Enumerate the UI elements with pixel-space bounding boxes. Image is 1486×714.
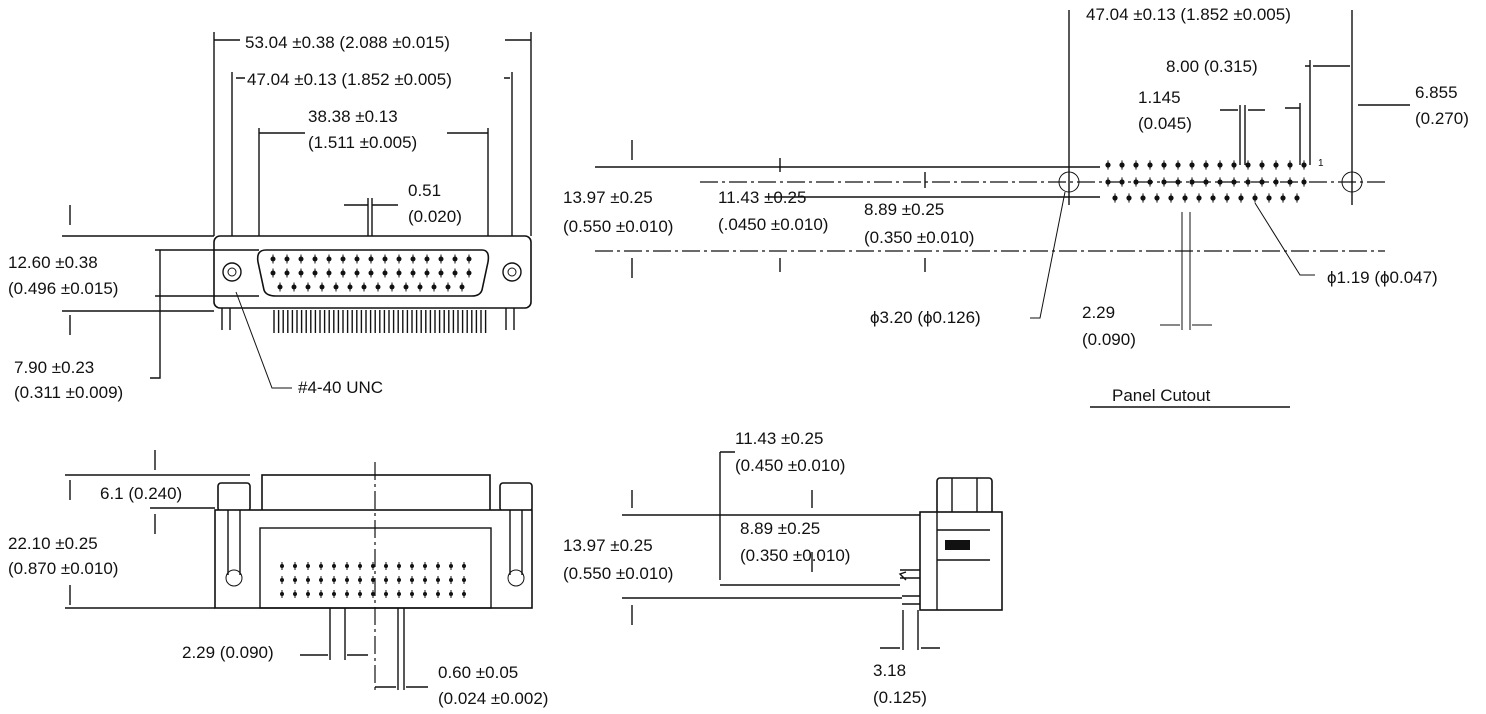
- pin-pitch-dim: 2.29 (0.090): [182, 643, 274, 662]
- cutout-dim-c-mm: 8.89 ±0.25: [864, 200, 944, 219]
- depth-in: (0.870 ±0.010): [8, 559, 118, 578]
- side-dim-a-in: (0.550 ±0.010): [563, 564, 673, 583]
- shell-width-mm: 38.38 ±0.13: [308, 107, 398, 126]
- mount-hole-diameter: ϕ3.20 (ϕ0.126): [870, 308, 981, 327]
- post-height-dim: 6.1 (0.240): [100, 484, 182, 503]
- pitch-mm: 1.145: [1138, 88, 1181, 107]
- cutout-pin-array: [1105, 160, 1307, 203]
- side-view: 11.43 ±0.25 (0.450 ±0.010) 8.89 ±0.25 (0…: [563, 429, 1003, 707]
- front-view: 53.04 ±0.38 (2.088 ±0.015) 47.04 ±0.13 (…: [8, 32, 532, 402]
- row-pitch-in: (0.090): [1082, 330, 1136, 349]
- offset-8-dim: 8.00 (0.315): [1166, 57, 1258, 76]
- thread-label: #4-40 UNC: [298, 378, 383, 397]
- bottom-view: 6.1 (0.240) 22.10 ±0.25 (0.870 ±0.010) 2…: [8, 450, 548, 708]
- pin-one-marker: 1: [1318, 158, 1324, 169]
- shell-height-in: (0.311 ±0.009): [14, 383, 123, 402]
- cutout-dim-c-in: (0.350 ±0.010): [864, 228, 974, 247]
- height-mm: 12.60 ±0.38: [8, 253, 98, 272]
- edge-mm: 6.855: [1415, 83, 1458, 102]
- panel-cutout-title: Panel Cutout: [1112, 386, 1211, 405]
- side-dim-c-mm: 8.89 ±0.25: [740, 519, 820, 538]
- front-pin-tails: [273, 310, 487, 333]
- cutout-dim-a-mm: 13.97 ±0.25: [563, 188, 653, 207]
- pin-dia-in: (0.024 ±0.002): [438, 689, 548, 708]
- side-dim-c-in: (0.350 ±0.010): [740, 546, 850, 565]
- mount-hole-spacing-dim: 47.04 ±0.13 (1.852 ±0.005): [247, 70, 452, 89]
- overall-width-dim: 53.04 ±0.38 (2.088 ±0.015): [245, 33, 450, 52]
- gap-mm: 0.51: [408, 181, 441, 200]
- front-pin-array: [270, 254, 472, 292]
- gap-in: (0.020): [408, 207, 462, 226]
- shell-width-in: (1.511 ±0.005): [308, 133, 417, 152]
- cutout-dim-b-mm: 11.43 ±0.25: [718, 188, 806, 207]
- pin-dia-mm: 0.60 ±0.05: [438, 663, 518, 682]
- shell-height-mm: 7.90 ±0.23: [14, 358, 94, 377]
- panel-cutout-view: 47.04 ±0.13 (1.852 ±0.005) 8.00 (0.315) …: [563, 5, 1469, 408]
- bottom-pin-array: [280, 562, 466, 598]
- side-dim-a-mm: 13.97 ±0.25: [563, 536, 653, 555]
- cutout-dim-b-in: (.0450 ±0.010): [718, 215, 828, 234]
- pin-offset-mm: 3.18: [873, 661, 906, 680]
- cutout-dim-a-in: (0.550 ±0.010): [563, 217, 673, 236]
- side-dim-b-in: (0.450 ±0.010): [735, 456, 845, 475]
- depth-mm: 22.10 ±0.25: [8, 534, 98, 553]
- height-in: (0.496 ±0.015): [8, 279, 118, 298]
- pitch-in: (0.045): [1138, 114, 1192, 133]
- pin-hole-diameter: ϕ1.19 (ϕ0.047): [1327, 268, 1438, 287]
- side-dim-b-mm: 11.43 ±0.25: [735, 429, 823, 448]
- edge-in: (0.270): [1415, 109, 1469, 128]
- row-pitch-mm: 2.29: [1082, 303, 1115, 322]
- cutout-hole-spacing-dim: 47.04 ±0.13 (1.852 ±0.005): [1086, 5, 1291, 24]
- pin-offset-in: (0.125): [873, 688, 927, 707]
